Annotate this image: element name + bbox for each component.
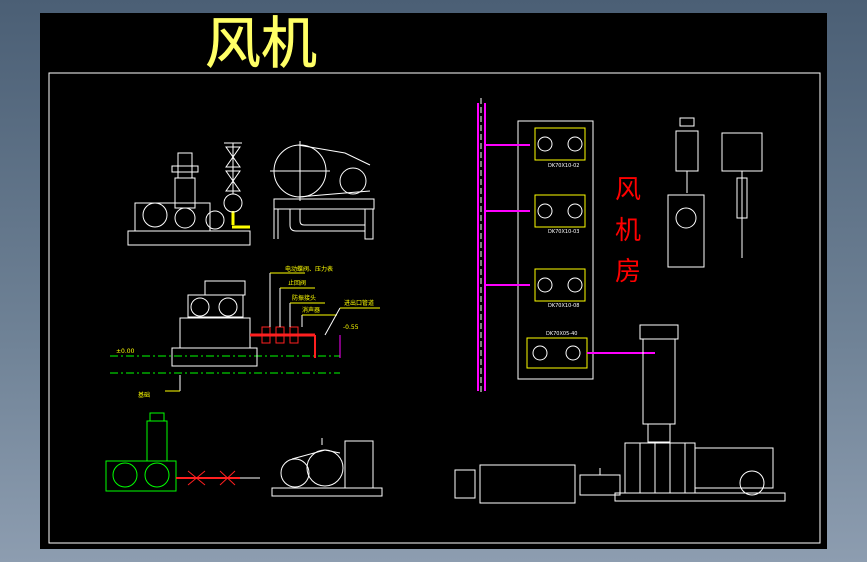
callout-label: 消声器	[302, 306, 320, 314]
unit-label: DK70X10-02	[548, 163, 579, 169]
piping-section-view	[110, 272, 380, 392]
blower-room-layout	[477, 98, 655, 393]
unit-label: DK70X10-03	[548, 229, 579, 235]
blower-side-view	[270, 141, 375, 240]
blower-plan-view	[105, 412, 260, 492]
unit-label: DK70X05-40	[546, 331, 577, 337]
unit-label: DK70X10-08	[548, 303, 579, 309]
room-label-char: 机	[615, 216, 641, 246]
elevation-label: ±0.00	[116, 348, 135, 355]
small-blower-view	[271, 438, 383, 497]
large-blower-view	[454, 324, 786, 504]
callout-label: 止回阀	[288, 279, 306, 287]
room-label-char: 风	[615, 175, 641, 205]
blower-elevation-view	[127, 142, 251, 246]
callout-label: 基础	[138, 391, 150, 399]
blower-layout-drawing: 风机	[48, 13, 821, 544]
drawing-frame	[48, 72, 821, 544]
callout-label: 防振接头	[292, 294, 316, 302]
callout-label: 电动蝶阀、压力表	[285, 265, 333, 273]
elevation-label: -0.55	[343, 324, 359, 331]
drawing-title: 风机	[205, 13, 317, 77]
room-label-char: 房	[615, 257, 641, 287]
vertical-blower-views	[667, 117, 763, 268]
callout-label: 进出口管道	[344, 299, 374, 307]
cad-drawing-canvas: 风机	[40, 13, 827, 549]
